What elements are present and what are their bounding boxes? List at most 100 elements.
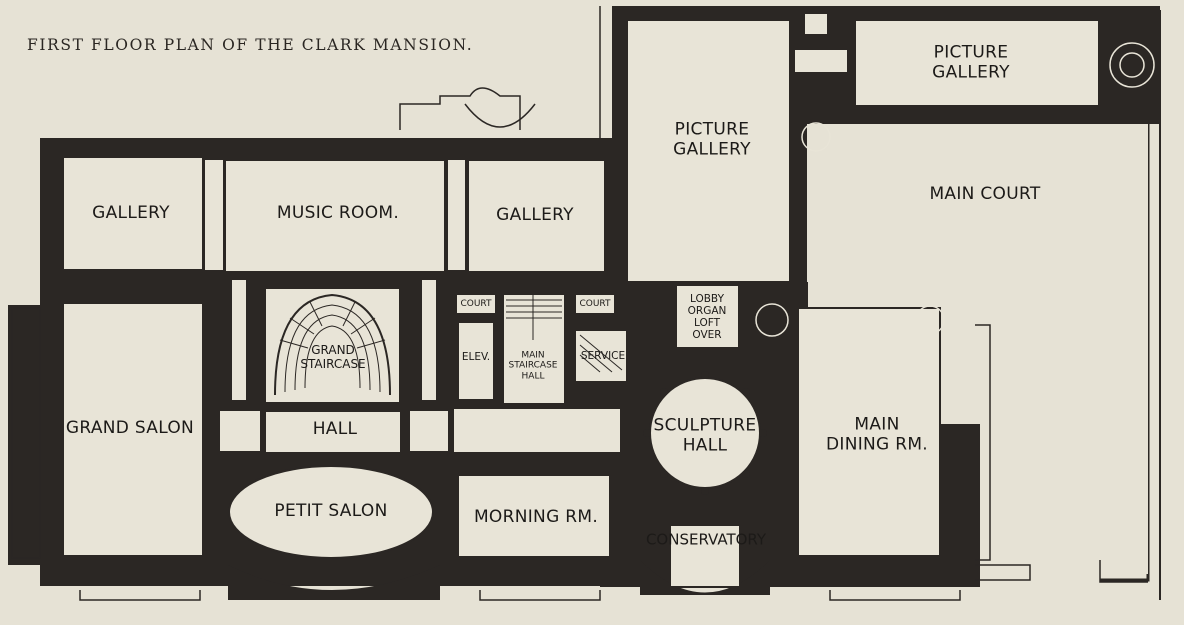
court-left-label: COURT — [460, 298, 492, 309]
spiral-stair-dining — [915, 305, 945, 335]
conservatory-label: CONSERVATORY — [645, 530, 767, 549]
column — [660, 470, 668, 478]
grand-staircase-room — [264, 287, 401, 404]
label-line: GALLERY — [932, 62, 1010, 82]
passage — [805, 14, 827, 34]
column-strip — [232, 280, 246, 400]
label-line: LOFT — [693, 317, 721, 329]
tread — [309, 301, 323, 327]
label-line: STAIRCASE — [508, 360, 558, 371]
south-steps-left — [79, 590, 201, 601]
staircase-outline — [274, 293, 391, 396]
petit-salon-label: PETIT SALON — [274, 501, 388, 522]
lobby-room — [675, 284, 740, 349]
left-bay-outline — [11, 307, 41, 559]
gallery-left-label: GALLERY — [92, 203, 170, 224]
grand-staircase-label: GRAND STAIRCASE — [300, 343, 366, 372]
label-line: HALL — [521, 371, 545, 382]
grand-salon-label: GRAND SALON — [65, 418, 195, 439]
spiral-stair-lobby — [755, 303, 789, 337]
tread — [579, 344, 613, 373]
tread — [579, 334, 623, 371]
grand-salon-room — [62, 302, 204, 557]
label-line: HALL — [682, 435, 728, 455]
morning-rm-label: MORNING RM. — [473, 507, 599, 528]
gallery-left-room — [62, 156, 204, 271]
label-line: GRAND — [311, 343, 355, 358]
outline-details — [11, 6, 1148, 601]
court-gate — [1099, 560, 1148, 583]
column-pair-right — [448, 160, 465, 270]
tread — [289, 317, 315, 335]
column — [742, 470, 750, 478]
north-bay — [399, 87, 521, 130]
picture-gallery-mid-label: PICTURE GALLERY — [673, 120, 751, 159]
north-bow — [464, 103, 536, 128]
service-label: SERVICE — [580, 349, 626, 362]
label-line: OVER — [692, 329, 722, 342]
label-line: MAIN — [521, 350, 545, 361]
music-room-label: MUSIC ROOM. — [276, 203, 400, 224]
dining-step — [975, 564, 1031, 581]
gallery-right-label: GALLERY — [496, 205, 574, 226]
column — [701, 487, 709, 495]
tread — [294, 314, 371, 391]
column — [660, 388, 668, 396]
sculpture-hall-label: SCULPTURE HALL — [654, 416, 757, 455]
morning-room — [457, 474, 611, 558]
south-steps-right — [829, 590, 961, 601]
spiral-stair-court — [801, 122, 831, 152]
elevator-room — [457, 321, 495, 401]
tread — [279, 339, 309, 349]
label-line: PICTURE — [933, 42, 1009, 63]
column-pair-left — [205, 160, 223, 270]
tread — [356, 339, 386, 349]
hall-room — [264, 410, 402, 454]
elevator-label: ELEV. — [461, 350, 491, 363]
main-court-top — [808, 124, 1148, 274]
tread — [350, 317, 376, 335]
main-dining-rm-label: MAIN DINING RM. — [826, 415, 928, 454]
tread — [304, 325, 361, 389]
hall-label: HALL — [312, 419, 358, 440]
main-staircase-hall-room — [502, 293, 566, 405]
label-line: SCULPTURE — [653, 415, 757, 436]
left-bay-wall — [8, 305, 48, 565]
column — [759, 429, 767, 437]
label-line: STAIRCASE — [300, 357, 366, 371]
south-steps-mid — [479, 590, 601, 601]
tread — [342, 301, 356, 327]
main-court-label: MAIN COURT — [929, 184, 1041, 205]
conservatory-room — [669, 524, 741, 588]
column — [701, 371, 709, 379]
court-right-room — [574, 293, 616, 315]
petit-salon-oval — [228, 465, 434, 559]
court-left-room — [455, 293, 497, 315]
label-line: ORGAN — [687, 304, 727, 317]
column — [742, 388, 750, 396]
label-line: MAIN — [854, 414, 900, 435]
main-court-side — [985, 274, 1148, 574]
picture-gallery-mid-room — [626, 19, 791, 283]
vestibule — [410, 411, 448, 451]
music-room — [224, 159, 446, 273]
grand-staircase-treads — [274, 293, 391, 396]
picture-gallery-top-room — [854, 19, 1100, 107]
spiral-stair-ne — [1109, 42, 1155, 88]
main-staircase-hall-label: MAIN STAIRCASE HALL — [509, 350, 558, 381]
main-staircase-treads — [506, 294, 562, 340]
bottom-bow-wall — [228, 565, 440, 600]
court-right-label: COURT — [579, 298, 611, 309]
service-stair — [579, 334, 623, 373]
plan-title: FIRST FLOOR PLAN OF THE CLARK MANSION. — [27, 36, 474, 54]
label-line: DINING RM. — [825, 434, 929, 454]
tread — [284, 304, 381, 393]
hall-corridor — [452, 407, 622, 454]
vestibule — [220, 411, 260, 451]
picture-gallery-top-label: PICTURE GALLERY — [932, 43, 1010, 82]
label-line: LOBBY — [689, 292, 724, 305]
label-line: GALLERY — [673, 139, 751, 159]
spiral-stairs — [755, 42, 1155, 337]
